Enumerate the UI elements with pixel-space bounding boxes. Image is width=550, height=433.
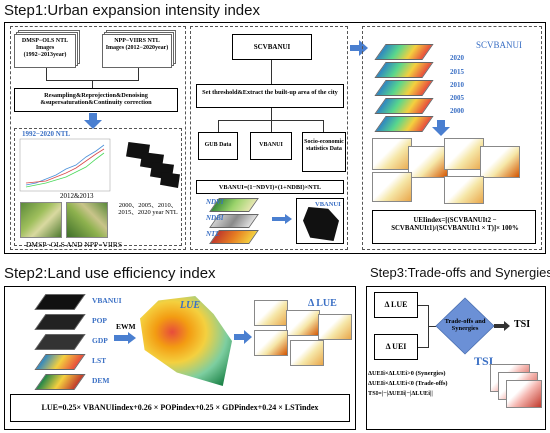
uei-map-4 <box>480 146 520 178</box>
scvbanui-process-panel <box>190 26 348 250</box>
year-2000: 2000 <box>450 107 464 115</box>
layer-vbanui-label: VBANUI <box>92 296 122 305</box>
ntl-label: NTL <box>206 230 220 238</box>
delta-lue-map-5 <box>290 340 324 366</box>
vbanui-black-map <box>303 207 339 241</box>
ntl-line-chart <box>19 138 111 192</box>
vbanui-box: VBANUI <box>250 132 292 160</box>
dmsp-ols-box: DMSP−OLS NTL Images (1992−2013year) <box>14 34 76 68</box>
delta-lue-map-1 <box>254 300 288 326</box>
uei-map-1 <box>372 138 412 170</box>
ewm-label: EWM <box>116 322 136 331</box>
uei-map-5 <box>372 172 412 202</box>
year-2015: 2015 <box>450 68 464 76</box>
ntl-source-panel <box>10 26 186 250</box>
ndvi-label: NDVI <box>206 198 224 206</box>
trade-offs-diamond <box>435 297 495 355</box>
resampling-box: Resampling&Reprojection&Denoising &super… <box>14 88 178 112</box>
layer-dem-label: DEM <box>92 376 110 385</box>
ntl-results-panel <box>14 128 182 246</box>
vbanui-map-box: VBANUI <box>296 198 344 244</box>
dmsp-npp-label: DMSP−OLS AND NPP−VIIRS <box>26 240 122 249</box>
scvbanui-box: SCVBANUI <box>232 34 312 60</box>
lue-formula-box: LUE=0.25× VBANUIindex+0.26 × POPindex+0.… <box>10 394 350 422</box>
scvbanui-title: SCVBANUI <box>476 40 523 50</box>
threshold-box: Set threshold&Extract the built-up area … <box>196 84 344 108</box>
layer-gdp-label: GDP <box>92 336 108 345</box>
year-2020: 2020 <box>450 54 464 62</box>
delta-uei-box: Δ UEI <box>374 334 418 360</box>
year-2005: 2005 <box>450 94 464 102</box>
down-arrow-icon <box>432 120 450 136</box>
tsi-rule-2: ΔUEIi×ΔLUEi<0 (Trade-offs) <box>368 380 448 387</box>
diamond-label: Trade-offs and Synergies <box>444 318 486 333</box>
vbanui-map-label: VBANUI <box>315 201 341 208</box>
layer-pop-label: POP <box>92 316 107 325</box>
delta-lue-map-3 <box>318 314 352 340</box>
down-arrow-icon <box>84 113 102 129</box>
delta-lue-map-2 <box>286 310 320 336</box>
tsi-rule-1: ΔUEIi×ΔLUEi>0 (Synergies) <box>368 370 446 377</box>
uei-map-6 <box>444 176 484 204</box>
uei-map-2 <box>408 146 448 178</box>
right-arrow-icon <box>234 330 252 344</box>
year-2010: 2010 <box>450 81 464 89</box>
uei-formula-box: UEIindex=[(SCVBANUIt2 − SCVBANUIt1)/(SCV… <box>372 210 536 244</box>
uei-panel <box>362 26 542 250</box>
step3-title: Step3:Trade-offs and Synergies <box>370 265 550 280</box>
ndbi-label: NDBI <box>206 214 224 222</box>
delta-lue-label: Δ LUE <box>308 298 337 309</box>
right-arrow-icon <box>350 40 368 56</box>
tsi-label: TSI <box>514 319 531 330</box>
years-list: 2000、2005、2010、2015、2020 year NTL <box>118 202 178 217</box>
step2-title: Step2:Land use efficiency index <box>4 265 216 282</box>
socio-economic-box: Socio-economic statistics Data <box>302 132 346 172</box>
years-2012-2013: 2012&2013 <box>60 192 94 200</box>
tsi-map-3 <box>506 380 542 408</box>
vbanui-formula-box: VBANUI=(1−NDVI)×(1+NDBI)×NTL <box>196 180 344 194</box>
tsi-rule-3: TSI=|−|ΔUEIi|−|ΔLUEi|| <box>368 390 433 397</box>
step1-title: Step1:Urban expansion intensity index <box>4 2 260 19</box>
ntl-green-map-2 <box>66 202 108 238</box>
ntl-green-map-1 <box>20 202 62 238</box>
npp-viirs-box: NPP−VIIRS NTL Images (2012−2020year) <box>102 34 172 68</box>
delta-lue-box: Δ LUE <box>374 292 418 318</box>
ntl-black-map-4 <box>160 172 180 188</box>
ntl-range-label: 1992−2020 NTL <box>22 130 71 138</box>
right-arrow-icon <box>114 332 136 344</box>
right-arrow-icon <box>272 214 292 224</box>
gub-data-box: GUB Data <box>198 132 238 160</box>
lue-map-label: LUE <box>180 300 200 311</box>
right-arrow-icon <box>494 321 510 331</box>
tsi-map-label: TSI <box>474 354 494 368</box>
delta-lue-map-4 <box>254 330 288 356</box>
layer-lst-label: LST <box>92 356 107 365</box>
uei-map-3 <box>444 138 484 170</box>
